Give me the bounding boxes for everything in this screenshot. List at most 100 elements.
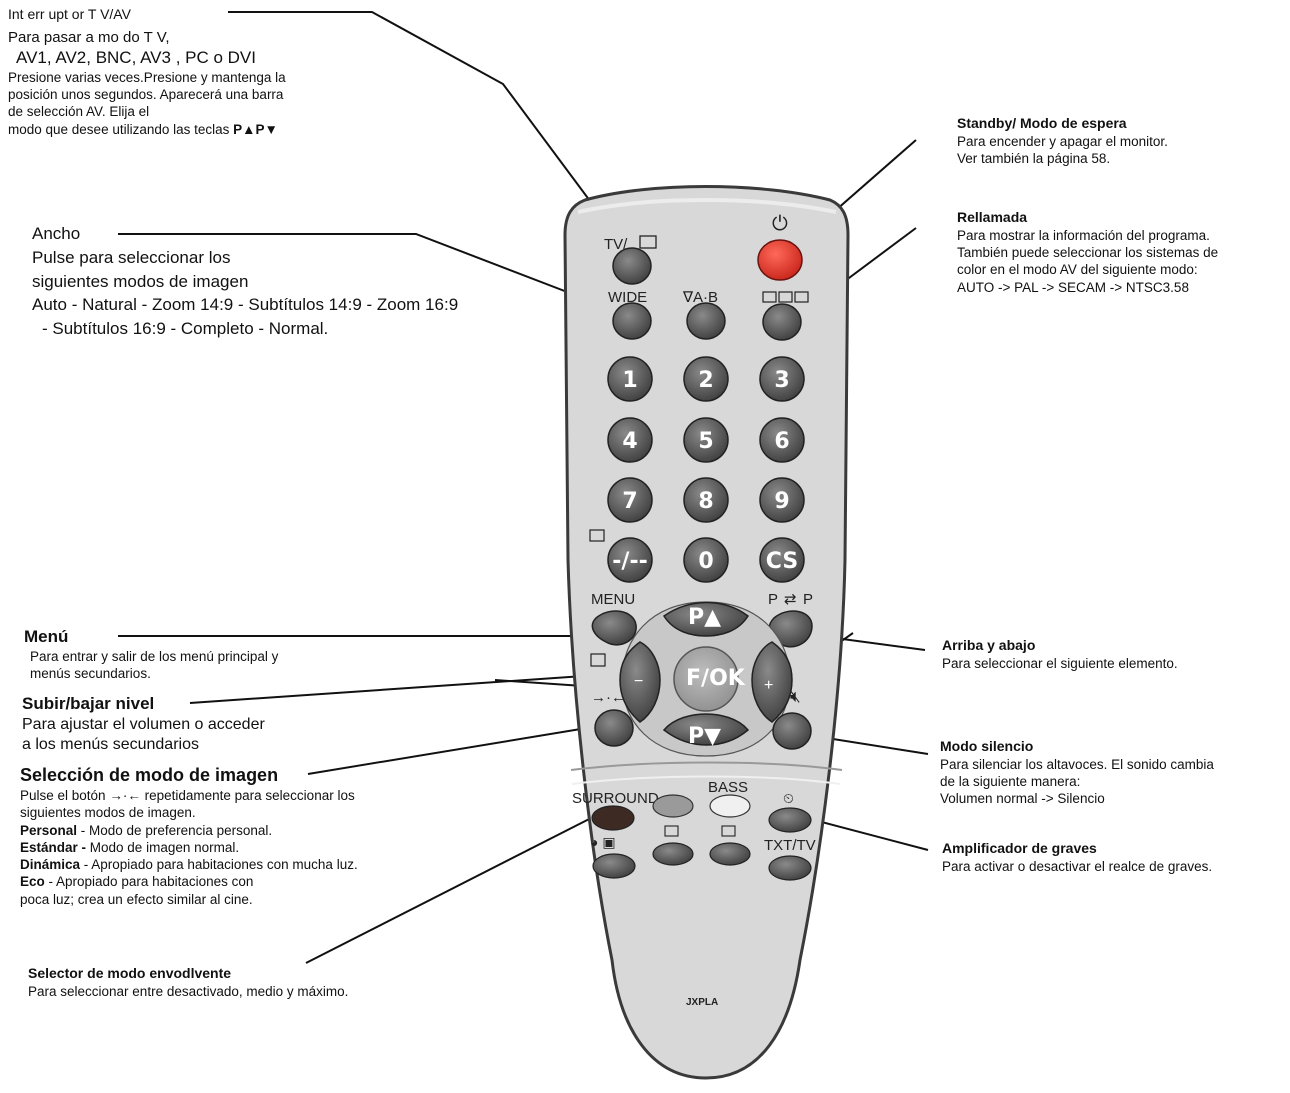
up-label: P▲	[688, 605, 721, 630]
seleccion-line3: - Modo de preferencia personal.	[77, 822, 273, 838]
number-button-1[interactable]	[607, 356, 653, 402]
picture-mode-icon: →·←	[591, 689, 626, 706]
number-button-7[interactable]	[607, 477, 653, 523]
vol-down-button[interactable]	[619, 641, 661, 723]
annotation-surround: Selector de modo envodlvente Para selecc…	[28, 965, 348, 1000]
zoom-icon	[721, 825, 736, 837]
number-label-4: 4	[622, 429, 637, 454]
tvav-line3: AV1, AV2, BNC, AV3 , PC o DVI	[16, 48, 256, 68]
menu-line2: menús secundarios.	[30, 666, 151, 682]
annotation-arriba: Arriba y abajo Para seleccionar el sigui…	[942, 637, 1178, 672]
number-button-6[interactable]	[759, 417, 805, 463]
menu-button[interactable]	[591, 610, 637, 646]
red-button[interactable]	[652, 794, 694, 818]
surround-button[interactable]	[591, 805, 635, 831]
seleccion-line4: Modo de imagen normal.	[86, 839, 240, 855]
tvav-line1: Int err upt or T V/AV	[8, 6, 131, 22]
seleccion-line1b: repetidamente para seleccionar los	[144, 788, 355, 804]
subir-line2: a los menús secundarios	[22, 736, 199, 754]
mute-button[interactable]	[772, 712, 812, 750]
bass-button[interactable]	[709, 794, 751, 818]
down-button[interactable]	[662, 713, 750, 746]
arriba-title: Arriba y abajo	[942, 637, 1036, 653]
rellamada-line1: Para mostrar la información del programa…	[957, 227, 1210, 243]
tvav-line7: modo que desee utilizando las teclas	[8, 121, 230, 137]
number-button-9[interactable]	[759, 477, 805, 523]
seleccion-personal: Personal	[20, 822, 78, 838]
silencio-title: Modo silencio	[940, 738, 1034, 754]
model-label: JXPLA	[686, 997, 718, 1008]
annotation-seleccion: Selección de modo de imagen Pulse el bot…	[20, 764, 358, 908]
power-icon: ⏻	[772, 213, 788, 235]
standby-title: Standby/ Modo de espera	[957, 115, 1127, 131]
ab-button[interactable]	[686, 302, 726, 340]
number-label-11: 0	[698, 549, 713, 574]
number-label-5: 5	[698, 429, 713, 454]
standby-button[interactable]	[757, 239, 803, 281]
tvav-line6: de selección AV. Elija el	[8, 104, 150, 120]
silencio-line1: Para silenciar los altavoces. El sonido …	[940, 756, 1214, 772]
rellamada-button[interactable]	[762, 303, 802, 341]
number-button-2[interactable]	[683, 356, 729, 402]
teletext-icons	[762, 291, 809, 303]
up-button[interactable]	[662, 601, 750, 637]
mute-icon: 🔇︎	[790, 687, 801, 706]
number-label-6: 6	[774, 429, 789, 454]
surround-title: Selector de modo envodlvente	[28, 965, 232, 981]
green-button[interactable]	[652, 842, 694, 866]
label-tvav: TV/	[604, 236, 628, 253]
yellow-button[interactable]	[709, 842, 751, 866]
ancho-line4: Auto - Natural - Zoom 14:9 - Subtítulos …	[32, 295, 459, 315]
standby-line1: Para encender y apagar el monitor.	[957, 133, 1168, 149]
picture-mode-button[interactable]	[594, 709, 634, 747]
label-pp: P	[768, 591, 778, 608]
wide-button[interactable]	[612, 302, 652, 340]
seleccion-line7: poca luz; crea un efecto similar al cine…	[20, 891, 253, 907]
annotation-standby: Standby/ Modo de espera Para encender y …	[957, 115, 1168, 167]
subir-line1: Para ajustar el volumen o acceder	[22, 715, 265, 733]
pip-icon	[664, 825, 679, 837]
number-button-4[interactable]	[607, 417, 653, 463]
leader-seleccion	[307, 724, 606, 775]
number-button-3[interactable]	[759, 356, 805, 402]
label-menu: MENU	[591, 591, 635, 608]
number-button-8[interactable]	[683, 477, 729, 523]
divider-line	[570, 761, 843, 771]
number-label-2: 2	[698, 368, 713, 393]
seleccion-line2: siguientes modos de imagen.	[20, 805, 196, 821]
annotation-graves: Amplificador de graves Para activar o de…	[942, 840, 1212, 875]
number-button-12[interactable]	[759, 537, 805, 583]
number-button-10[interactable]	[607, 537, 653, 583]
seleccion-dinamica: Dinámica	[20, 857, 81, 873]
number-button-5[interactable]	[683, 417, 729, 463]
swap-icon: ⇄	[784, 591, 797, 608]
number-label-7: 7	[622, 489, 637, 514]
tvav-button[interactable]	[612, 247, 652, 285]
number-label-9: 9	[774, 489, 789, 514]
ok-button[interactable]	[673, 646, 739, 712]
rellamada-line2: También puede seleccionar los sistemas d…	[957, 245, 1219, 261]
tvav-line5: posición unos segundos. Aparecerá una ba…	[8, 87, 284, 103]
ok-label: F/OK	[686, 666, 746, 691]
silencio-line3: Volumen normal -> Silencio	[940, 791, 1105, 807]
standby-line2: Ver también la página 58.	[957, 151, 1111, 167]
number-label-1: 1	[622, 368, 637, 393]
timer-button[interactable]	[768, 807, 812, 833]
contrast-button[interactable]	[592, 853, 636, 879]
contrast-icon: ◕ ▣	[590, 834, 616, 850]
seleccion-eco: Eco	[20, 874, 45, 890]
input-icon	[639, 235, 657, 249]
tvav-line2: Para pasar a mo do T V,	[8, 28, 170, 46]
number-button-11[interactable]	[683, 537, 729, 583]
vol-up-button[interactable]	[751, 641, 793, 723]
label-bass: BASS	[708, 779, 748, 796]
seleccion-title: Selección de modo de imagen	[20, 765, 279, 785]
ancho-line5: - Subtítulos 16:9 - Completo - Normal.	[42, 319, 329, 339]
seleccion-line6: - Apropiado para habitaciones con	[44, 874, 254, 890]
txttv-button[interactable]	[768, 855, 812, 881]
seleccion-estandar: Estándar -	[20, 839, 87, 855]
rellamada-line3: color en el modo AV del siguiente modo:	[957, 262, 1198, 278]
seleccion-line1a: Pulse el botón	[20, 788, 106, 804]
leader-surround	[305, 811, 604, 964]
arriba-line1: Para seleccionar el siguiente elemento.	[942, 655, 1178, 671]
